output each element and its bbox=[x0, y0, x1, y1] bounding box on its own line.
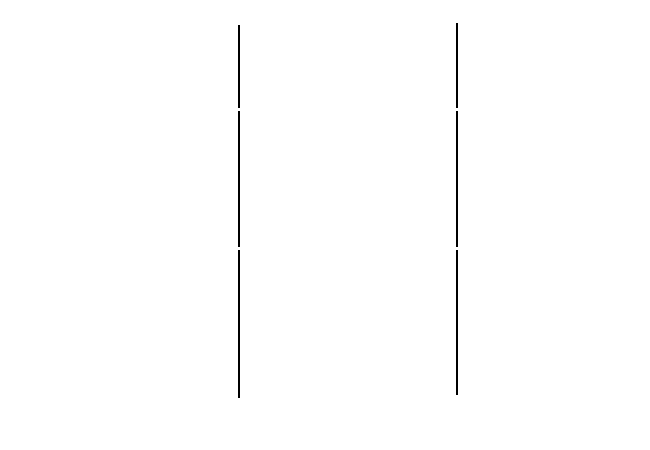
drawing-canvas bbox=[238, 23, 458, 398]
line-diagram bbox=[238, 23, 458, 398]
